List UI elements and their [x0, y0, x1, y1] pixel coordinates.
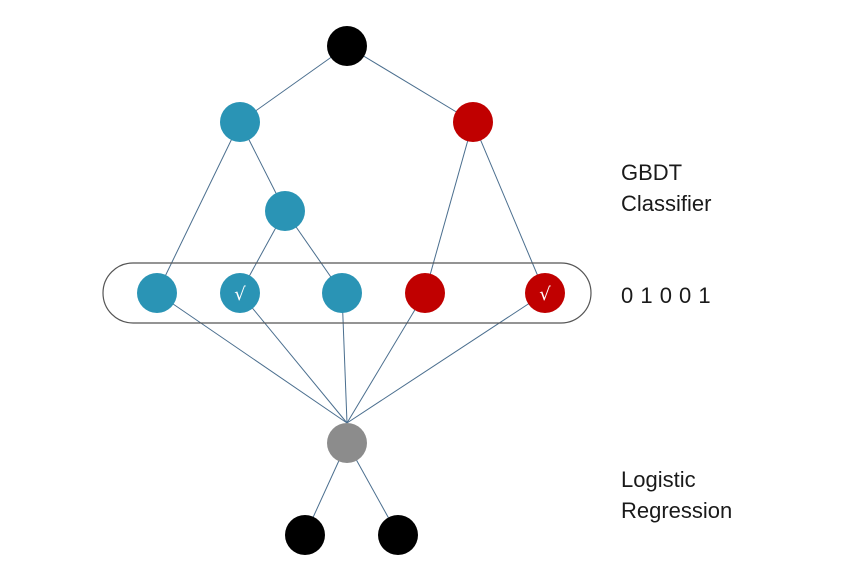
edge-root-red	[346, 45, 474, 123]
gbdt-label: GBDT Classifier	[621, 157, 711, 219]
blue-node	[220, 102, 260, 142]
edge-leaf3-lr	[341, 292, 348, 424]
output-node-2	[378, 515, 418, 555]
edge-root-blue	[239, 45, 348, 123]
edge-leaf1-lr	[156, 292, 348, 424]
leaf-node-3	[322, 273, 362, 313]
lr-label-line1: Logistic	[621, 467, 696, 492]
lr-edges	[156, 292, 546, 536]
edge-red-leaf5	[472, 121, 546, 294]
blue-mid-node	[265, 191, 305, 231]
edge-blue-leaf1	[156, 121, 241, 294]
leaf-code-label: 0 1 0 0 1	[621, 283, 712, 308]
leaf-node-5	[525, 273, 565, 313]
tree-edges	[156, 45, 546, 294]
red-node	[453, 102, 493, 142]
lr-node	[327, 423, 367, 463]
leaf-check-2: √	[234, 284, 246, 305]
gbdt-label-line2: Classifier	[621, 191, 712, 216]
leaf-node-2	[220, 273, 260, 313]
lr-label-line2: Regression	[621, 498, 733, 523]
root-node	[327, 26, 367, 66]
leaf-node-1	[137, 273, 177, 313]
lr-label: Logistic Regression	[621, 464, 732, 526]
edge-leaf5-lr	[346, 292, 546, 424]
edge-leaf4-lr	[346, 292, 426, 424]
leaf-frame	[102, 262, 592, 324]
leaf-node-4	[405, 273, 445, 313]
edge-red-leaf4	[424, 121, 474, 294]
edge-leaf2-lr	[239, 292, 348, 424]
gbdt-label-line1: GBDT	[621, 160, 683, 185]
leaf-check-5: √	[539, 284, 551, 305]
output-node-1	[285, 515, 325, 555]
